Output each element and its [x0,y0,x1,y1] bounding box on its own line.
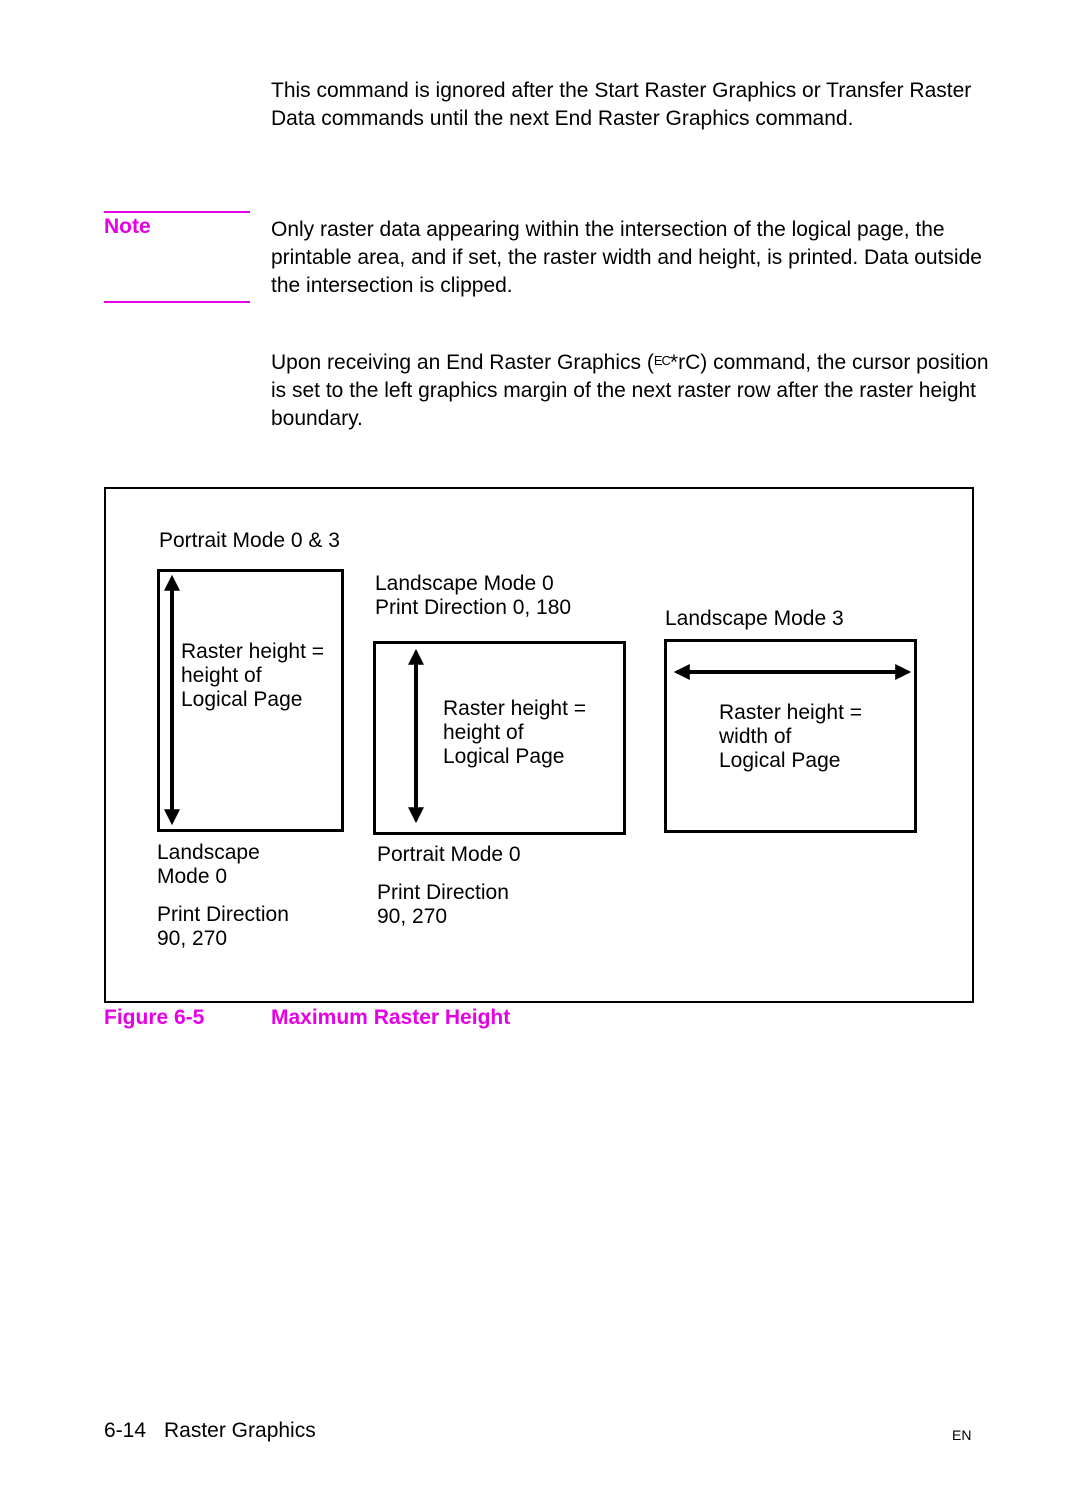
panel2-title-label: Landscape Mode 0 Print Direction 0, 180 [375,572,572,619]
figure-title: Maximum Raster Height [271,1006,511,1029]
note-label: Note [104,215,151,238]
landscape-page-box [373,641,626,835]
portrait-page-box [157,569,344,832]
panel1-mode-label: Landscape Mode 0 [157,841,260,888]
figure-number: Figure 6-5 [104,1006,205,1029]
panel2-mode-label: Portrait Mode 0 [377,843,521,866]
landscape-mode3-box [664,639,917,833]
body-paragraph-2: Upon receiving an End Raster Graphics (E… [271,351,989,430]
panel3-inner-label: Raster height = width of Logical Page [719,701,863,772]
panel3-title-label: Landscape Mode 3 [665,607,844,630]
note-rule-bottom [104,301,250,303]
panel2-inner-label: Raster height = height of Logical Page [443,697,587,768]
body-paragraph: This command is ignored after the Start … [271,79,972,130]
note-rule-top [104,211,250,213]
panel1-inner-label: Raster height = height of Logical Page [181,640,325,711]
page-number: 6-14 [104,1419,147,1442]
escape-char: EC [653,353,671,368]
note-text: Only raster data appearing within the in… [271,218,982,297]
language-code: EN [952,1427,972,1443]
panel2-direction-label: Print Direction 90, 270 [377,881,509,928]
figure-heading: Portrait Mode 0 & 3 [159,529,340,552]
figure-frame [104,487,974,1003]
section-name: Raster Graphics [164,1419,316,1442]
panel1-direction-label: Print Direction 90, 270 [157,903,289,950]
